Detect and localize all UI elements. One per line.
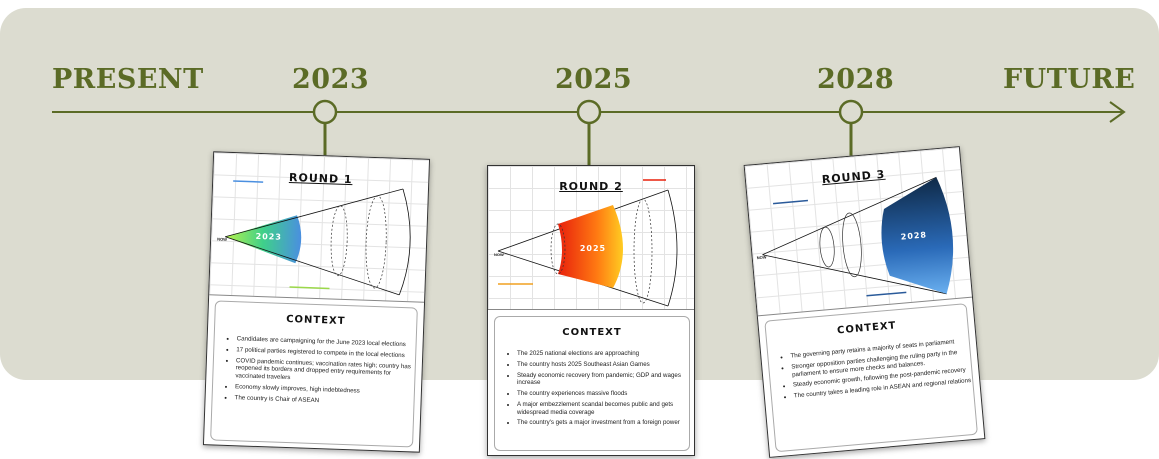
arrow-right-icon <box>1109 101 1126 123</box>
context-list: Candidates are campaigning for the June … <box>212 334 415 407</box>
context-title: CONTEXT <box>836 320 897 337</box>
cone-diagram <box>497 179 678 307</box>
context-box: CONTEXT The governing party retains a ma… <box>764 303 978 453</box>
cone-diagram <box>225 180 411 296</box>
list-item: A major embezzlement scandal becomes pub… <box>517 401 689 417</box>
context-box: CONTEXT Candidates are campaigning for t… <box>210 300 418 448</box>
context-title: CONTEXT <box>285 313 346 328</box>
cone-diagram <box>762 176 954 297</box>
list-item: The country experiences massive floods <box>517 390 689 398</box>
context-box: CONTEXT The 2025 national elections are … <box>494 316 690 451</box>
list-item: COVID pandemic continues; vaccination ra… <box>235 357 415 386</box>
present-label: PRESENT <box>52 64 204 95</box>
round-2-card[interactable]: ROUND 2 2025 NOW CONTEXT The 2025 nation <box>487 165 695 456</box>
cone-year-label: 2025 <box>579 244 607 253</box>
round-title: ROUND 2 <box>559 180 623 193</box>
round-1-card[interactable]: ROUND 1 2023 NOW CONTEXT Candidates are <box>202 151 431 453</box>
milestone-2023-marker[interactable] <box>312 99 338 125</box>
milestone-2025-marker[interactable] <box>576 99 602 125</box>
round-3-card[interactable]: ROUND 3 2028 NOW CONTEXT The governing p… <box>743 146 986 458</box>
year-2023-label: 2023 <box>292 64 370 95</box>
year-2025-label: 2025 <box>555 64 633 95</box>
context-list: The governing party retains a majority o… <box>768 337 972 402</box>
context-title: CONTEXT <box>562 327 622 338</box>
list-item: The country's gets a major investment fr… <box>517 419 689 427</box>
now-label: NOW <box>756 254 767 261</box>
list-item: The 2025 national elections are approach… <box>517 350 689 358</box>
year-2028-label: 2028 <box>817 64 895 95</box>
list-item: Steady economic recovery from pandemic; … <box>517 372 689 388</box>
milestone-2028-marker[interactable] <box>838 99 864 125</box>
now-label: NOW <box>217 236 228 242</box>
list-item: The country hosts 2025 Southeast Asian G… <box>517 361 689 369</box>
future-label: FUTURE <box>1003 64 1136 95</box>
context-list: The 2025 national elections are approach… <box>495 350 689 427</box>
now-label: NOW <box>494 252 504 257</box>
